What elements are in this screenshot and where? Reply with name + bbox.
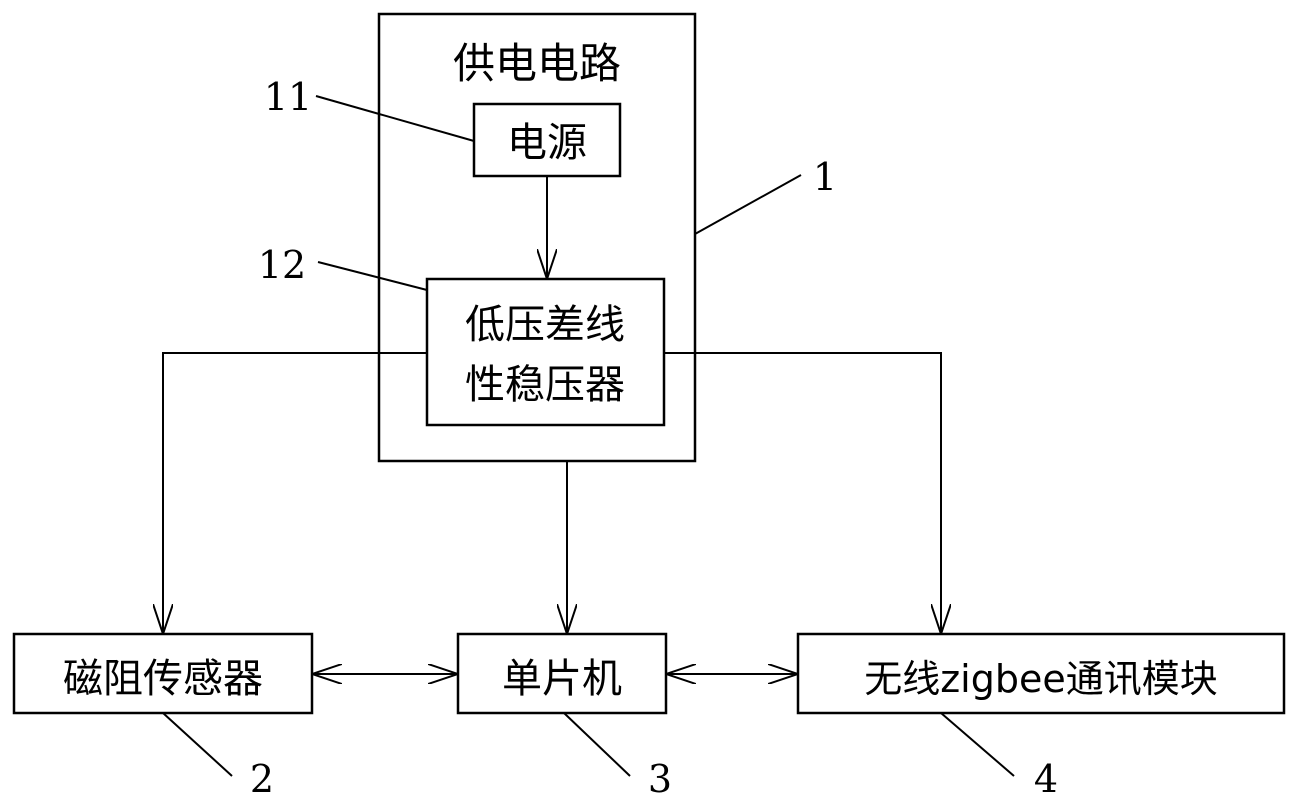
regulator-label-line2: 性稳压器 (465, 362, 625, 408)
leader-3 (564, 713, 630, 776)
power-circuit-title: 供电电路 (453, 39, 621, 88)
sensor-label: 磁阻传感器 (63, 656, 263, 702)
ref-1: 1 (813, 155, 837, 199)
ref-12: 12 (258, 243, 306, 287)
regulator-label-line1: 低压差线 (465, 302, 625, 348)
mcu-label: 单片机 (502, 656, 622, 702)
leader-4 (941, 713, 1014, 776)
ref-2: 2 (250, 757, 274, 801)
ref-11: 11 (264, 75, 312, 119)
leader-1 (695, 175, 801, 234)
arrow-to-wireless (664, 353, 941, 634)
ref-3: 3 (648, 757, 672, 801)
leader-11 (316, 96, 474, 141)
ref-4: 4 (1034, 757, 1058, 801)
leader-12 (318, 262, 427, 290)
arrow-to-sensor (163, 353, 427, 634)
power-source-label: 电源 (507, 120, 587, 166)
wireless-label: 无线zigbee通讯模块 (864, 657, 1218, 701)
leader-2 (163, 713, 232, 776)
